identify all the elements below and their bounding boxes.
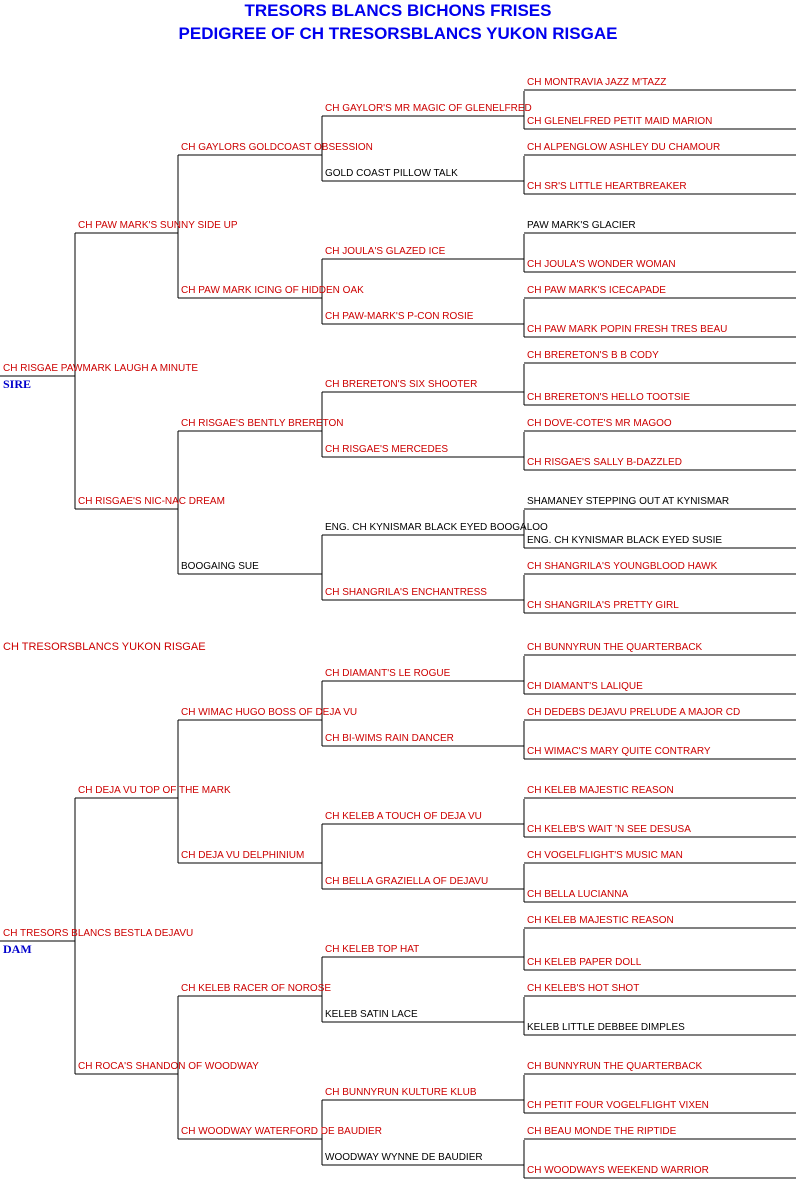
ancestor-gen4: CH BUNNYRUN KULTURE KLUB <box>325 1087 477 1098</box>
ancestor-gen5: CH PAW MARK POPIN FRESH TRES BEAU <box>527 324 728 335</box>
ancestor-gen5: PAW MARK'S GLACIER <box>527 220 636 231</box>
ancestor-gen4: CH BELLA GRAZIELLA OF DEJAVU <box>325 876 489 887</box>
ancestor-gen5: CH BUNNYRUN THE QUARTERBACK <box>527 642 703 653</box>
ancestor-gen5: CH KELEB PAPER DOLL <box>527 957 642 968</box>
sire-label: SIRE <box>3 377 32 391</box>
ancestor-gen5: CH KELEB MAJESTIC REASON <box>527 785 674 796</box>
ancestor-gen2: CH RISGAE'S NIC-NAC DREAM <box>78 496 225 507</box>
ancestor-gen5: SHAMANEY STEPPING OUT AT KYNISMAR <box>527 496 730 507</box>
ancestor-gen3: CH GAYLORS GOLDCOAST OBSESSION <box>181 142 373 153</box>
ancestor-gen5: CH VOGELFLIGHT'S MUSIC MAN <box>527 850 683 861</box>
ancestor-gen4: ENG. CH KYNISMAR BLACK EYED BOOGALOO <box>325 522 548 533</box>
ancestor-gen4: CH SHANGRILA'S ENCHANTRESS <box>325 587 487 598</box>
ancestor-gen5: CH SR'S LITTLE HEARTBREAKER <box>527 181 687 192</box>
ancestor-gen2: CH ROCA'S SHANDON OF WOODWAY <box>78 1061 259 1072</box>
ancestor-gen4: CH BI-WIMS RAIN DANCER <box>325 733 454 744</box>
ancestor-gen4: CH GAYLOR'S MR MAGIC OF GLENELFRED <box>325 103 532 114</box>
ancestor-gen5: CH MONTRAVIA JAZZ M'TAZZ <box>527 77 667 88</box>
ancestor-gen5: CH BUNNYRUN THE QUARTERBACK <box>527 1061 703 1072</box>
ancestor-gen4: CH KELEB A TOUCH OF DEJA VU <box>325 811 482 822</box>
dam-label: DAM <box>3 942 32 956</box>
ancestor-gen5: CH SHANGRILA'S PRETTY GIRL <box>527 600 679 611</box>
ancestor-gen5: CH DOVE-COTE'S MR MAGOO <box>527 418 672 429</box>
ancestor-gen5: KELEB LITTLE DEBBEE DIMPLES <box>527 1022 685 1033</box>
ancestor-gen5: CH DIAMANT'S LALIQUE <box>527 681 643 692</box>
ancestor-gen4: WOODWAY WYNNE DE BAUDIER <box>325 1152 483 1163</box>
dam-name: CH TRESORS BLANCS BESTLA DEJAVU <box>3 928 194 939</box>
ancestor-gen5: CH RISGAE'S SALLY B-DAZZLED <box>527 457 682 468</box>
ancestor-gen5: CH BRERETON'S B B CODY <box>527 350 659 361</box>
ancestor-gen4: KELEB SATIN LACE <box>325 1009 418 1020</box>
ancestor-gen3: CH DEJA VU DELPHINIUM <box>181 850 305 861</box>
ancestor-gen5: CH PETIT FOUR VOGELFLIGHT VIXEN <box>527 1100 709 1111</box>
ancestor-gen5: CH WIMAC'S MARY QUITE CONTRARY <box>527 746 711 757</box>
ancestor-gen3: CH PAW MARK ICING OF HIDDEN OAK <box>181 285 364 296</box>
ancestor-gen3: BOOGAING SUE <box>181 561 259 572</box>
ancestor-gen4: CH PAW-MARK'S P-CON ROSIE <box>325 311 474 322</box>
ancestor-gen4: CH KELEB TOP HAT <box>325 944 420 955</box>
ancestor-gen5: CH WOODWAYS WEEKEND WARRIOR <box>527 1165 709 1176</box>
ancestor-gen2: CH DEJA VU TOP OF THE MARK <box>78 785 231 796</box>
ancestor-gen2: CH PAW MARK'S SUNNY SIDE UP <box>78 220 238 231</box>
ancestor-gen3: CH RISGAE'S BENTLY BRERETON <box>181 418 344 429</box>
ancestor-gen4: GOLD COAST PILLOW TALK <box>325 168 458 179</box>
ancestor-gen5: CH BEAU MONDE THE RIPTIDE <box>527 1126 677 1137</box>
ancestor-gen5: CH SHANGRILA'S YOUNGBLOOD HAWK <box>527 561 718 572</box>
ancestor-gen5: CH PAW MARK'S ICECAPADE <box>527 285 666 296</box>
ancestor-gen5: CH KELEB'S HOT SHOT <box>527 983 640 994</box>
ancestor-gen5: CH GLENELFRED PETIT MAID MARION <box>527 116 713 127</box>
ancestor-gen4: CH JOULA'S GLAZED ICE <box>325 246 446 257</box>
ancestor-gen3: CH KELEB RACER OF NOROSE <box>181 983 332 994</box>
ancestor-gen3: CH WIMAC HUGO BOSS OF DEJA VU <box>181 707 358 718</box>
ancestor-gen5: CH ALPENGLOW ASHLEY DU CHAMOUR <box>527 142 721 153</box>
ancestor-gen4: CH RISGAE'S MERCEDES <box>325 444 449 455</box>
ancestor-gen4: CH BRERETON'S SIX SHOOTER <box>325 379 478 390</box>
subject-name: CH TRESORSBLANCS YUKON RISGAE <box>3 641 206 653</box>
page-subtitle: PEDIGREE OF CH TRESORSBLANCS YUKON RISGA… <box>178 24 618 43</box>
ancestor-gen5: CH BELLA LUCIANNA <box>527 889 629 900</box>
ancestor-gen5: CH JOULA'S WONDER WOMAN <box>527 259 676 270</box>
sire-name: CH RISGAE PAWMARK LAUGH A MINUTE <box>3 363 199 374</box>
ancestor-gen4: CH DIAMANT'S LE ROGUE <box>325 668 451 679</box>
ancestor-gen5: ENG. CH KYNISMAR BLACK EYED SUSIE <box>527 535 723 546</box>
ancestor-gen5: CH KELEB'S WAIT 'N SEE DESUSA <box>527 824 691 835</box>
ancestor-gen3: CH WOODWAY WATERFORD DE BAUDIER <box>181 1126 382 1137</box>
page-title: TRESORS BLANCS BICHONS FRISES <box>244 1 552 20</box>
ancestor-gen5: CH KELEB MAJESTIC REASON <box>527 915 674 926</box>
ancestor-gen5: CH DEDEBS DEJAVU PRELUDE A MAJOR CD <box>527 707 741 718</box>
ancestor-gen5: CH BRERETON'S HELLO TOOTSIE <box>527 392 691 403</box>
